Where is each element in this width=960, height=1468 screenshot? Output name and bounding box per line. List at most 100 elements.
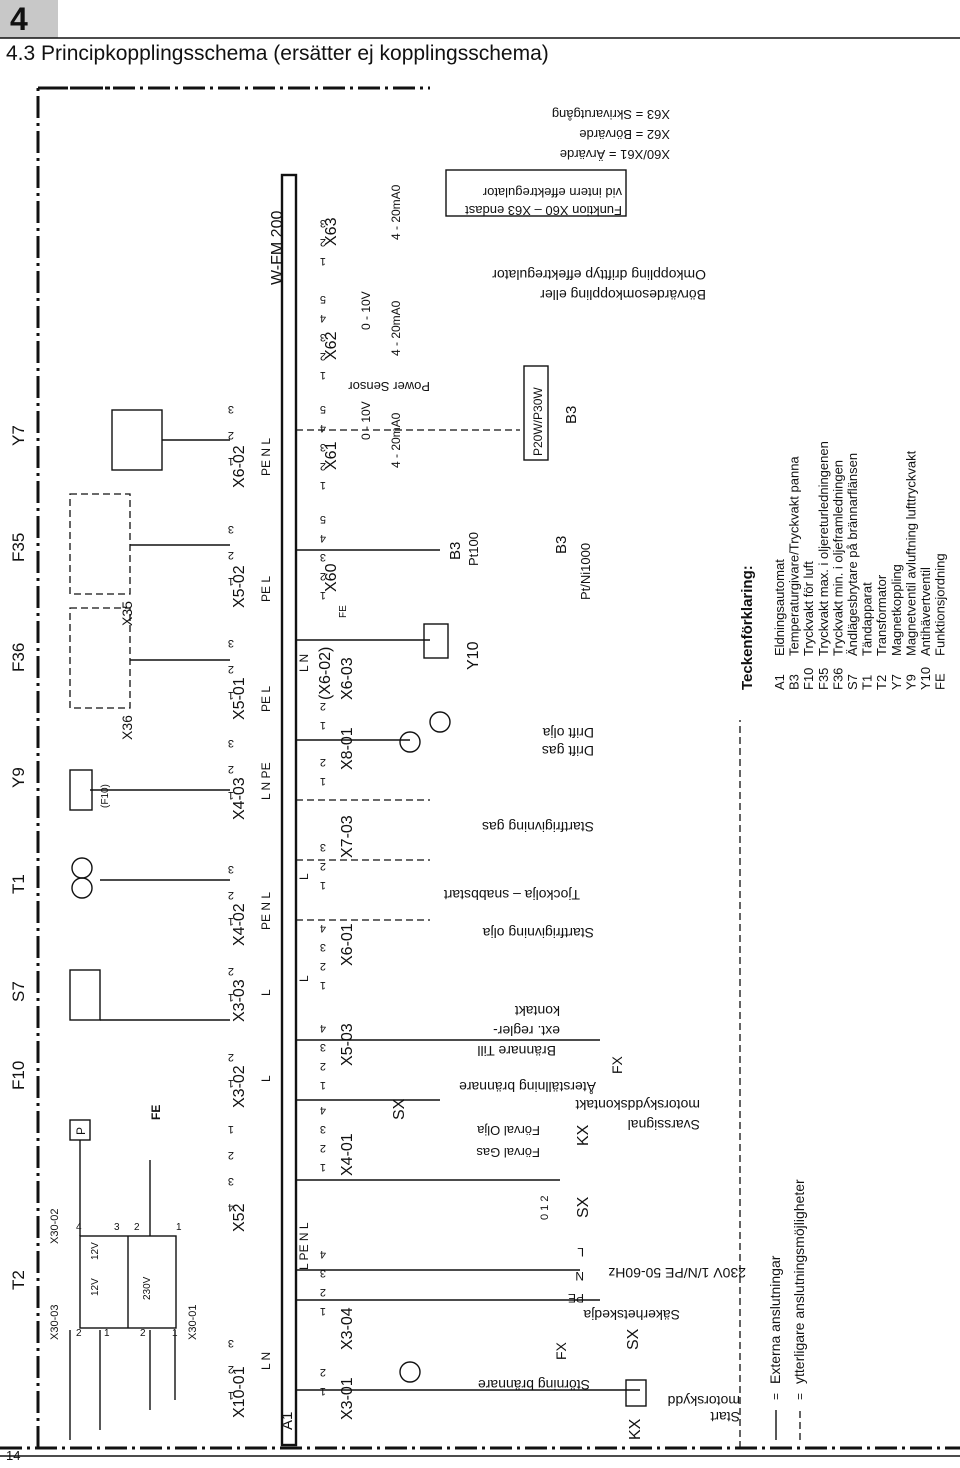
valve-y10-icon: [423, 623, 449, 659]
legend-text: Transformator: [874, 574, 889, 656]
pin-number: 3: [320, 217, 326, 229]
legend-solid-note: Externa anslutningar: [767, 1255, 783, 1384]
svg-text:L: L: [259, 989, 273, 996]
pin-number: 2: [320, 756, 326, 768]
text-intern: vid intern effektregulator: [482, 185, 622, 200]
dev-fx-b: FX: [609, 1055, 625, 1074]
dev-kx-b: KX: [575, 1124, 592, 1146]
text-startfrig-gas: Startfrigivning gas: [482, 819, 594, 835]
conn-x5-01: X5-01: [231, 677, 248, 720]
text-mains: 230V 1/N/PE 50-60Hz: [608, 1265, 746, 1281]
legend-code: B3: [787, 674, 802, 690]
pin-number: 2: [320, 350, 326, 362]
pin-number: 1: [320, 1161, 326, 1173]
svg-text:0 - 10V: 0 - 10V: [359, 291, 373, 330]
label-t2: T2: [9, 1270, 28, 1290]
mains-l: L: [577, 1245, 584, 1259]
text-kontakt: kontakt: [515, 1003, 560, 1019]
pin-number: 3: [320, 441, 326, 453]
pin-number: 3: [320, 1123, 326, 1135]
conn-x8-01: X8-01: [339, 727, 356, 770]
pin-number: 2: [228, 549, 234, 561]
x30-03-label: X30-03: [49, 1305, 61, 1340]
pin-number: 1: [320, 1079, 326, 1091]
fe-label: FE: [149, 1105, 163, 1120]
svg-text:4 - 20mA0: 4 - 20mA0: [389, 412, 403, 468]
conn-x3-02: X3-02: [231, 1065, 248, 1108]
pin-number: 4: [320, 422, 326, 434]
mains-pe: PE: [568, 1291, 584, 1305]
fault-lamp-icon: [399, 1361, 421, 1383]
pin-number: 1: [320, 589, 326, 601]
text-funktion: Funktion X60 – X63 endast: [465, 203, 622, 218]
legend-text: Tryckvakt min. i oljeframledningen: [830, 460, 845, 656]
pin-number: 2: [228, 965, 234, 977]
pressure-switch-f10: P FE: [69, 1105, 163, 1141]
svg-text:L: L: [259, 1075, 273, 1082]
svg-text:L PE N L: L PE N L: [297, 1222, 311, 1270]
conn-x6-02: X6-02: [231, 445, 248, 488]
legend-title: Teckenförklaring:: [739, 565, 756, 690]
dev-kx-a: KX: [627, 1418, 644, 1440]
pin-number: 1: [228, 991, 234, 1003]
svg-text:L N: L N: [297, 654, 311, 672]
sx-positions: 0 1 2: [539, 1196, 551, 1220]
pin-number: 1: [228, 1077, 234, 1089]
conn-x52: X52: [231, 1203, 248, 1232]
svg-text:L: L: [297, 975, 311, 982]
svg-text:L: L: [297, 873, 311, 880]
pin-number: 2: [320, 460, 326, 472]
pin-number: 1: [320, 255, 326, 267]
pressure-switch-f35: [69, 493, 131, 595]
pin-number: 2: [320, 1286, 326, 1298]
legend-text: Antihävertventil: [918, 567, 933, 656]
t2-pin-e: 4: [76, 1222, 82, 1233]
legend-code: T1: [860, 675, 875, 690]
pin-number: 1: [228, 455, 234, 467]
pin-number: 2: [228, 429, 234, 441]
text-brannare-till: Brännare Till: [477, 1043, 556, 1059]
conn-x10-01: X10-01: [231, 1366, 248, 1418]
pin-number: 1: [320, 879, 326, 891]
pin-number: 3: [320, 1041, 326, 1053]
dev-sx-c: SX: [391, 1098, 408, 1120]
v230-label: 230V: [142, 1276, 153, 1300]
conn-x61: X61: [323, 441, 340, 470]
pin-number: 5: [320, 293, 326, 305]
text-x63: X63 = Skrivarutgång: [552, 107, 670, 122]
pin-number: 1: [320, 1305, 326, 1317]
conn-x7-03: X7-03: [339, 815, 356, 858]
x30-02-label: X30-02: [49, 1209, 61, 1244]
pin-number: 2: [320, 570, 326, 582]
dev-b3-b: B3: [553, 536, 570, 554]
legend-text: Eldningsautomat: [772, 559, 787, 656]
text-drift-olja: Drift olja: [542, 725, 594, 741]
dev-fx-a: FX: [553, 1341, 569, 1360]
svg-text:PE N L: PE N L: [259, 438, 273, 476]
p20w-box: [523, 365, 549, 461]
legend-text: Funktionsjordning: [933, 553, 948, 656]
pin-number: 4: [320, 312, 326, 324]
chapter-number: 4: [0, 0, 58, 38]
kx-coil-icon: [625, 1379, 647, 1407]
pin-number: 3: [320, 841, 326, 853]
board-a1-label: A1: [279, 1412, 296, 1430]
pin-number: 3: [228, 863, 234, 875]
dev-pt1000: Pt/Ni1000: [578, 543, 593, 600]
label-t1: T1: [9, 874, 28, 894]
label-f35: F35: [9, 533, 28, 562]
t2-pin-g: 2: [134, 1222, 140, 1233]
text-storning: Störning brännare: [478, 1377, 590, 1393]
pin-number: 1: [320, 369, 326, 381]
x30-01-label: X30-01: [187, 1305, 199, 1340]
legend-code: S7: [845, 674, 860, 690]
label-y7: Y7: [9, 425, 28, 446]
pin-number: 2: [320, 1366, 326, 1378]
x35-label: X35: [119, 601, 135, 626]
pin-number: 2: [320, 1142, 326, 1154]
top-connectors: X10-01 X52 X3-02 X3-03 X4-02 X4-03 X5-01…: [231, 438, 273, 1418]
v12-right: 12V: [90, 1242, 101, 1260]
label-f36: F36: [9, 643, 28, 672]
legend-text: Tryckvakt för luft: [801, 561, 816, 656]
